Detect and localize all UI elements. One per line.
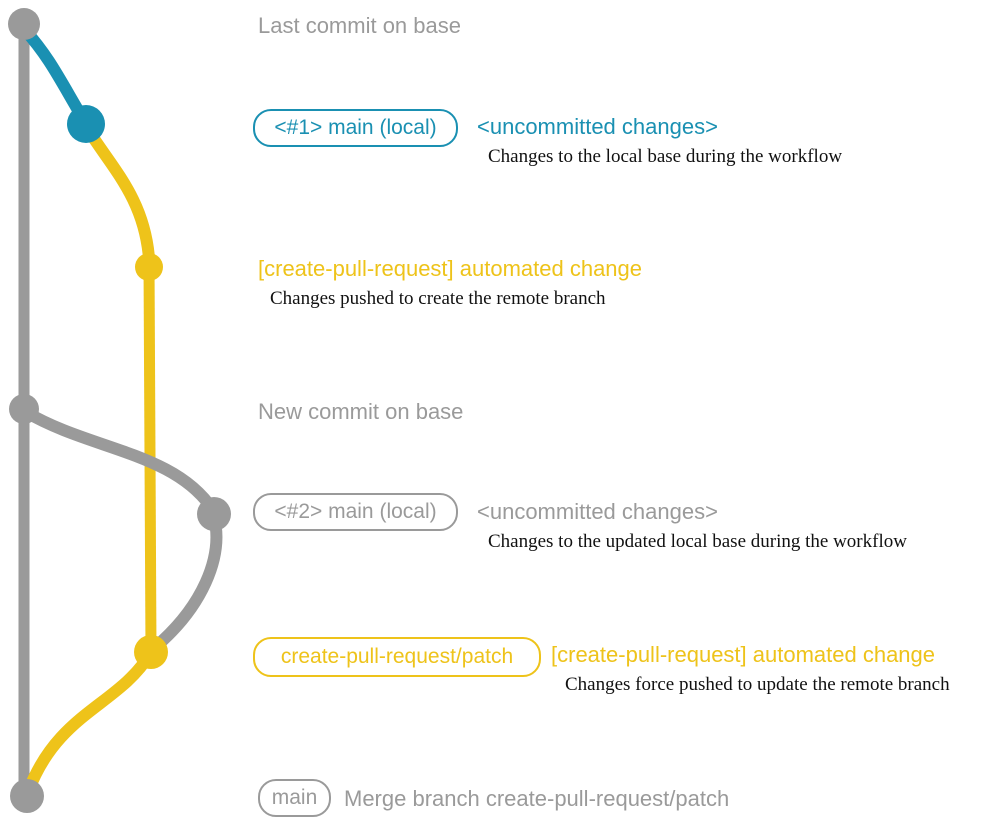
new-commit-label: New commit on base <box>258 399 464 424</box>
uncommitted-changes-2-label: <uncommitted changes> <box>477 499 718 524</box>
merge-branch-label: Merge branch create-pull-request/patch <box>344 786 730 811</box>
uncommitted-changes-1-caption: Changes to the local base during the wor… <box>488 146 843 167</box>
automated-change-1-label: [create-pull-request] automated change <box>258 256 643 281</box>
commit-node-automated-change-2 <box>134 635 168 669</box>
commit-node-automated-change-1 <box>135 253 163 281</box>
uncommitted-changes-2-caption: Changes to the updated local base during… <box>488 531 907 552</box>
base-update-curve <box>20 406 219 516</box>
force-push-curve <box>147 511 223 655</box>
automated-change-1-caption: Changes pushed to create the remote bran… <box>270 288 606 309</box>
last-commit-label: Last commit on base <box>258 13 461 38</box>
branch-badge-main: main <box>258 779 331 817</box>
uncommitted-changes-1-label: <uncommitted changes> <box>477 114 718 139</box>
commit-node-last-base <box>8 8 40 40</box>
commit-node-new-base <box>9 394 39 424</box>
branch-badge-pr-patch: create-pull-request/patch <box>253 637 541 677</box>
commit-node-local-change-1 <box>67 105 105 143</box>
merge-curve <box>22 648 156 798</box>
branch-badge-main-local-1: <#1> main (local) <box>253 109 458 147</box>
pr-branch-create-curve <box>81 122 155 264</box>
automated-change-2-label: [create-pull-request] automated change <box>551 642 936 667</box>
branch-badge-main-local-2: <#2> main (local) <box>253 493 458 531</box>
commit-node-local-change-2 <box>197 497 231 531</box>
commit-node-merge <box>10 779 44 813</box>
automated-change-2-caption: Changes force pushed to update the remot… <box>565 674 950 695</box>
